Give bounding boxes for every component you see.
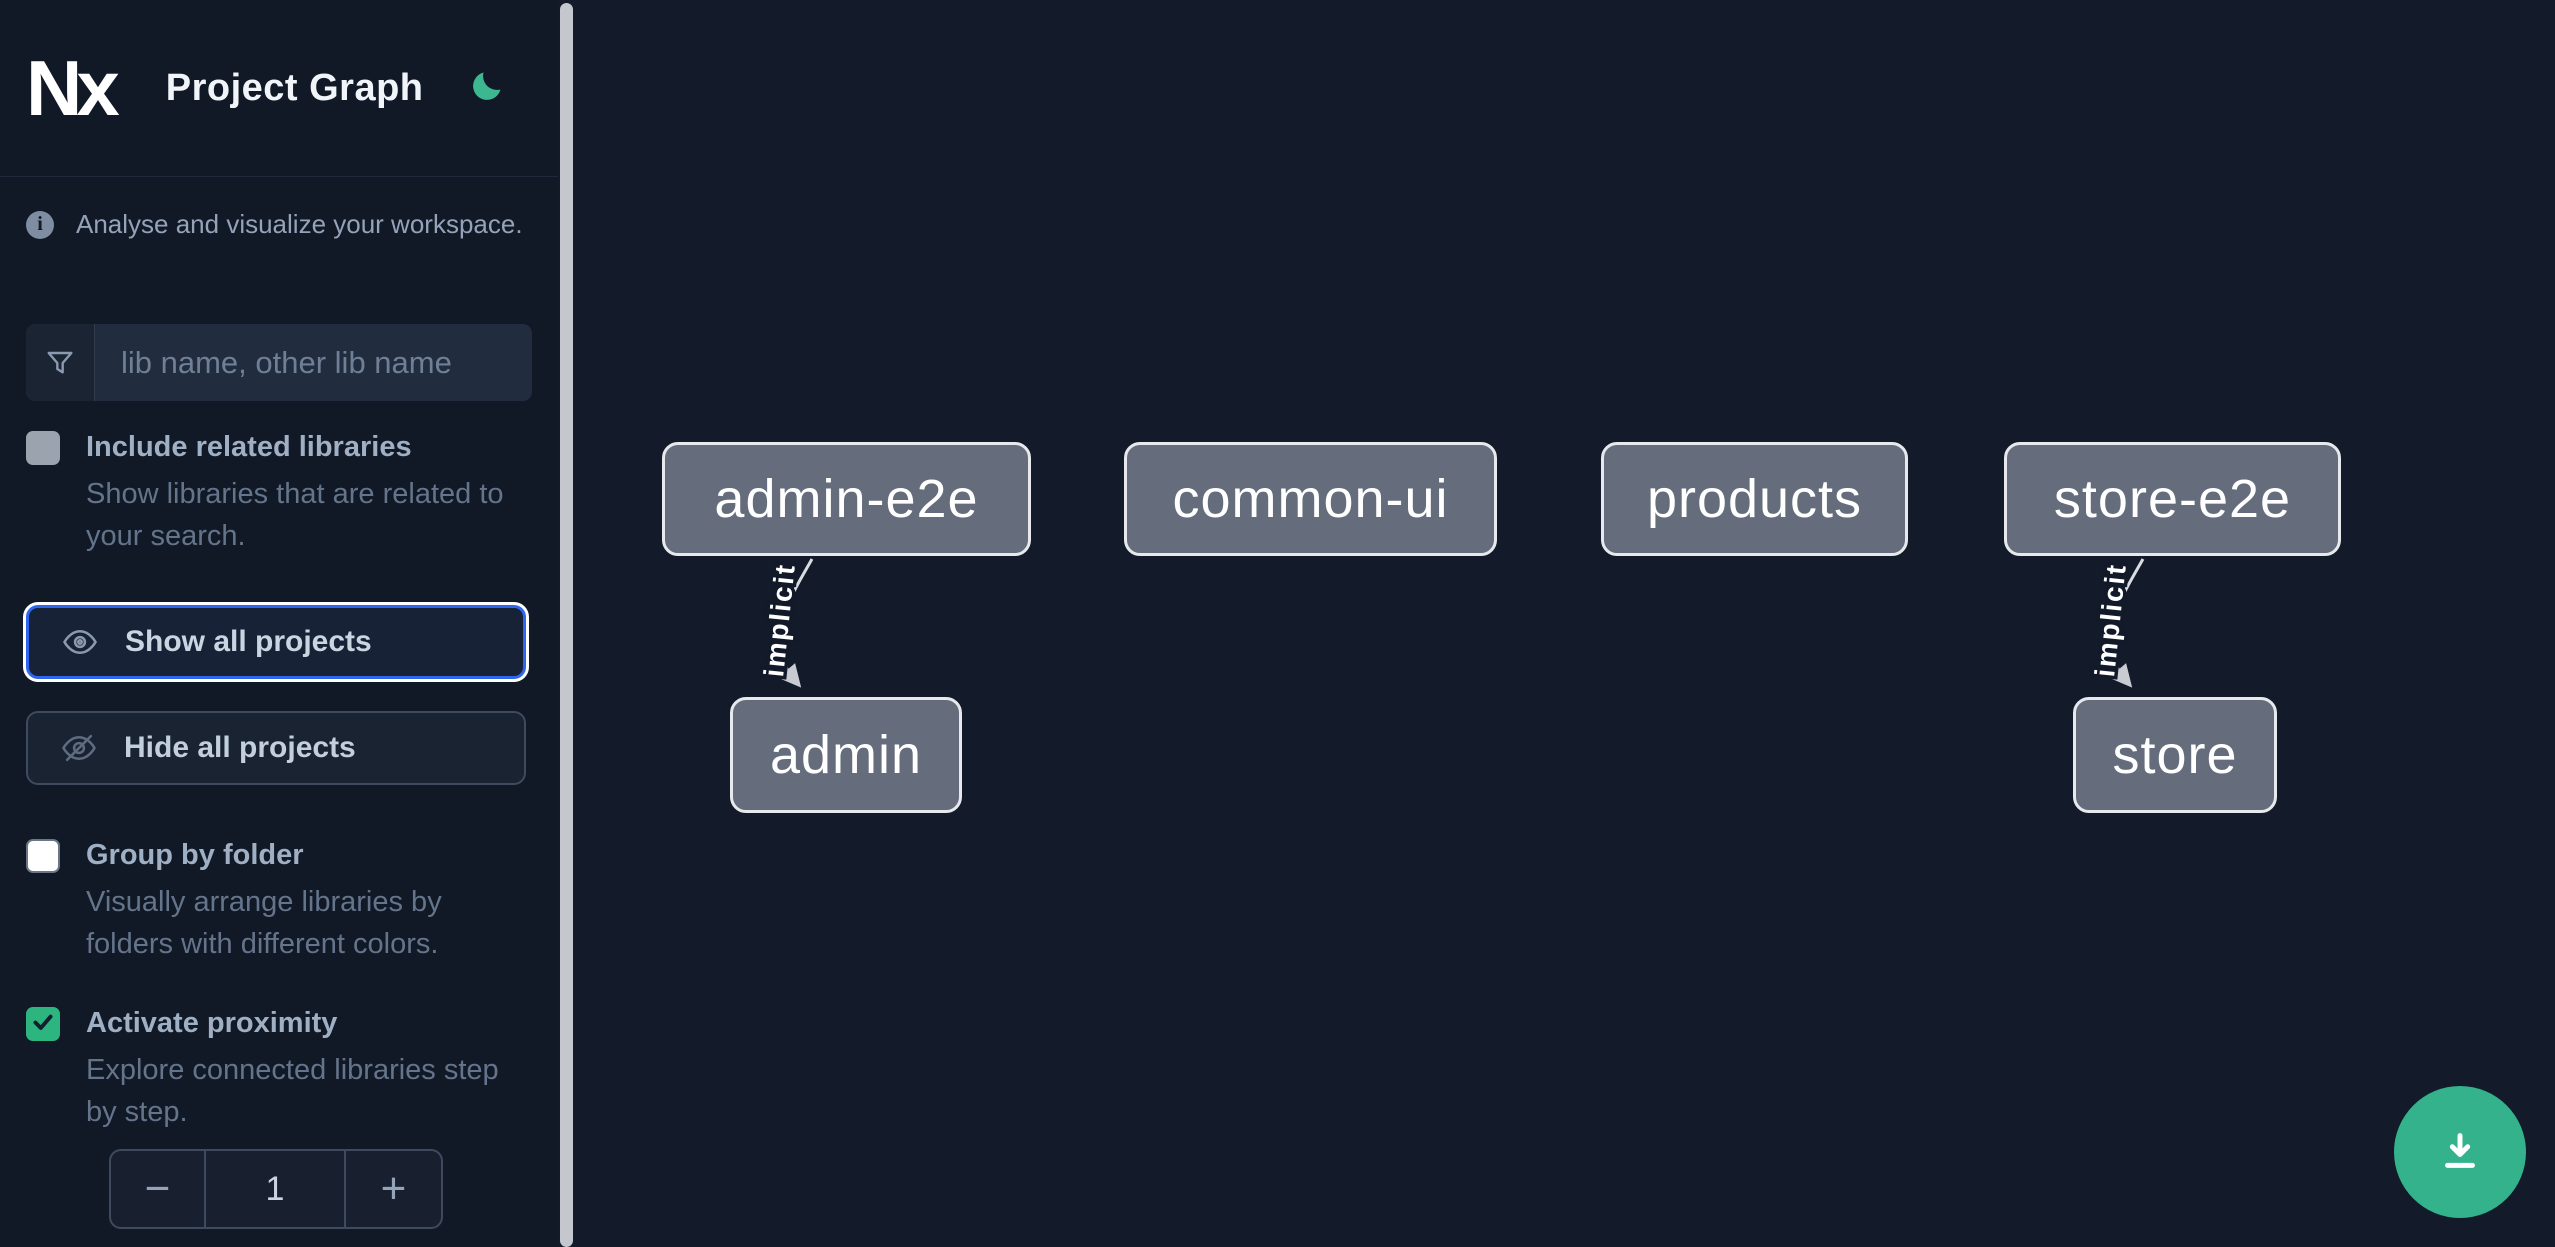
group-by-folder-label: Group by folder — [86, 839, 304, 871]
graph-node-admin-e2e[interactable]: admin-e2e — [662, 442, 1031, 556]
include-related-row: Include related libraries Show libraries… — [26, 427, 532, 557]
include-related-description: Show libraries that are related to your … — [86, 478, 504, 552]
show-all-projects-label: Show all projects — [125, 625, 372, 658]
hide-all-projects-button[interactable]: Hide all projects — [26, 711, 526, 785]
eye-slash-icon — [60, 729, 98, 767]
group-by-folder-checkbox[interactable] — [26, 839, 60, 873]
intro-row: i Analyse and visualize your workspace. — [26, 209, 532, 240]
theme-toggle-button[interactable] — [466, 68, 506, 108]
edge-store-e2e-store — [2108, 558, 2145, 688]
nx-logo: Nx — [26, 44, 120, 132]
search-input[interactable] — [95, 324, 532, 401]
sidebar-resize-handle[interactable] — [560, 3, 573, 1247]
eye-icon — [61, 623, 99, 661]
activate-proximity-row: Activate proximity Explore connected lib… — [26, 1003, 532, 1133]
intro-text: Analyse and visualize your workspace. — [76, 209, 523, 239]
download-icon — [2437, 1128, 2483, 1177]
edge-label-implicit-admin: implicit — [758, 562, 801, 679]
moon-icon — [468, 69, 504, 108]
show-all-projects-button[interactable]: Show all projects — [26, 605, 526, 679]
activate-proximity-checkbox[interactable] — [26, 1007, 60, 1041]
search-filter — [26, 324, 532, 401]
filter-icon — [26, 324, 95, 401]
graph-node-products[interactable]: products — [1601, 442, 1908, 556]
group-by-folder-row: Group by folder Visually arrange librari… — [26, 835, 532, 965]
include-related-checkbox[interactable] — [26, 431, 60, 465]
hide-all-projects-label: Hide all projects — [124, 731, 356, 764]
sidebar-header: Nx Project Graph — [0, 0, 558, 177]
stepper-value: 1 — [265, 1169, 285, 1208]
increment-button[interactable]: + — [344, 1151, 441, 1227]
check-icon — [30, 1009, 56, 1040]
graph-node-store[interactable]: store — [2073, 697, 2277, 813]
include-related-label: Include related libraries — [86, 431, 412, 463]
page-title: Project Graph — [165, 66, 424, 109]
graph-node-admin[interactable]: admin — [730, 697, 962, 813]
proximity-depth-stepper: − 1 + — [109, 1149, 443, 1229]
info-icon: i — [26, 210, 54, 239]
graph-canvas[interactable] — [574, 0, 2555, 1247]
edge-admin-e2e-admin — [777, 558, 814, 688]
sidebar: Nx Project Graph i Analyse and visualize… — [0, 0, 558, 1247]
decrement-button[interactable]: − — [111, 1151, 206, 1227]
activate-proximity-label: Activate proximity — [86, 1007, 338, 1039]
graph-node-common-ui[interactable]: common-ui — [1124, 442, 1497, 556]
edge-label-implicit-store: implicit — [2089, 562, 2132, 679]
graph-node-store-e2e[interactable]: store-e2e — [2004, 442, 2341, 556]
group-by-folder-description: Visually arrange libraries by folders wi… — [86, 886, 442, 960]
download-graph-button[interactable] — [2394, 1086, 2526, 1218]
activate-proximity-description: Explore connected libraries step by step… — [86, 1054, 499, 1128]
